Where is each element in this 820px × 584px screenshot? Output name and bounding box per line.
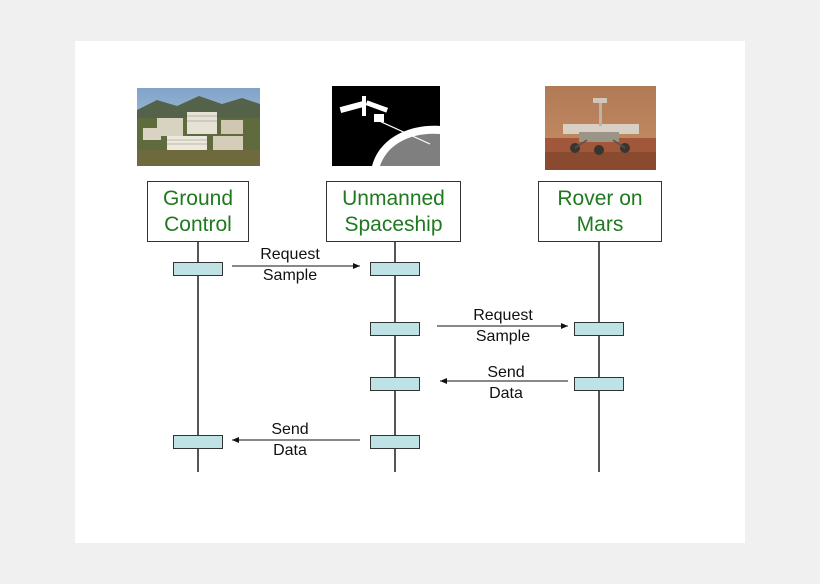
spaceship-photo bbox=[332, 86, 440, 166]
message-label-4: Send Data bbox=[271, 421, 309, 459]
activation-rover-1 bbox=[574, 322, 624, 336]
lifeline-ship bbox=[394, 242, 396, 472]
activation-rover-2 bbox=[574, 377, 624, 391]
activation-ship-4 bbox=[370, 435, 420, 449]
ground-control-photo bbox=[137, 88, 260, 166]
lifeline-ground bbox=[197, 242, 199, 472]
mars-rover-photo bbox=[545, 86, 656, 170]
message-label-1: Request Sample bbox=[260, 246, 320, 284]
actor-rover-on-mars: Rover on Mars bbox=[538, 181, 662, 242]
activation-ground-1 bbox=[173, 262, 223, 276]
activation-ship-3 bbox=[370, 377, 420, 391]
activation-ship-2 bbox=[370, 322, 420, 336]
actor-ground-control: Ground Control bbox=[147, 181, 249, 242]
actor-unmanned-spaceship: Unmanned Spaceship bbox=[326, 181, 461, 242]
activation-ground-2 bbox=[173, 435, 223, 449]
activation-ship-1 bbox=[370, 262, 420, 276]
message-label-3: Send Data bbox=[487, 364, 525, 402]
lifeline-rover bbox=[598, 242, 600, 472]
message-label-2: Request Sample bbox=[473, 307, 533, 345]
